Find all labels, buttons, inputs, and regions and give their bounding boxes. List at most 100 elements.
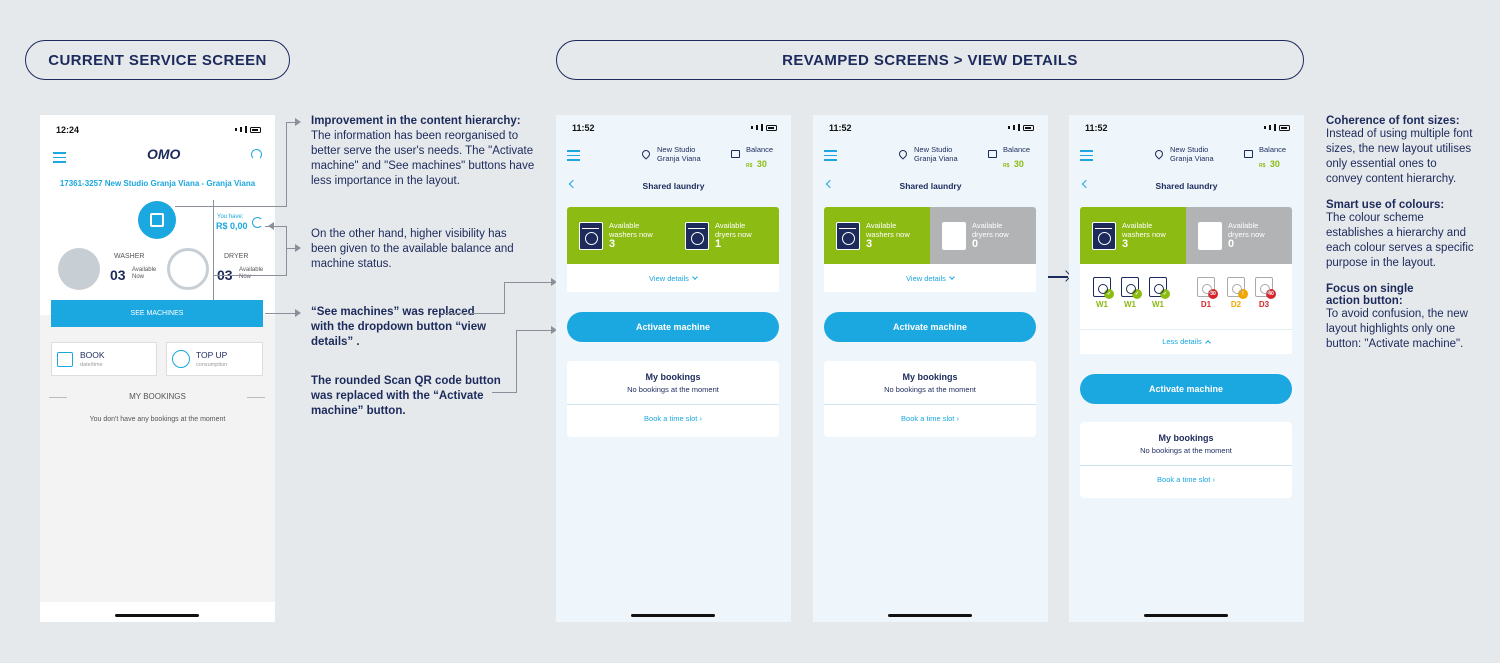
machine-tile-w1[interactable]: ✓W1 <box>1091 277 1114 309</box>
dryer-label: DRYER <box>224 253 249 260</box>
page-title: Shared laundry <box>899 181 962 191</box>
machine-label: W1 <box>1152 300 1164 309</box>
refresh-icon[interactable] <box>252 217 263 228</box>
washer-illustration <box>58 248 100 290</box>
dryers-label: Available dryers now <box>1228 221 1265 239</box>
arrow-3 <box>295 309 301 317</box>
washers-available-cell: Available washers now 3 <box>1080 207 1186 264</box>
status-icons <box>235 126 261 133</box>
balance-currency: R$ <box>1003 163 1010 169</box>
washers-label: Available washers now <box>866 221 910 239</box>
machine-tile-d2[interactable]: !D2 <box>1225 277 1248 309</box>
dryer-illustration <box>167 248 209 290</box>
dryers-label: Available dryers now <box>715 221 752 239</box>
location-line2: Granja Viana <box>657 154 701 163</box>
balance-display: R$ 30 <box>746 154 767 172</box>
machine-label: D3 <box>1258 300 1270 309</box>
connector-1d <box>286 122 295 123</box>
balance-currency: R$ <box>1259 163 1266 169</box>
note-font-sizes-title: Coherence of font sizes: <box>1326 115 1460 127</box>
chevron-down-icon <box>949 274 955 280</box>
activate-machine-button[interactable]: Activate machine <box>824 312 1036 342</box>
location-pin-icon <box>1153 148 1165 160</box>
machine-label: D1 <box>1200 300 1212 309</box>
check-icon: ✓ <box>1160 289 1170 299</box>
balance-value: R$ 0,00 <box>216 221 248 231</box>
bookings-divider <box>824 404 1036 405</box>
machine-tile-w1[interactable]: ✓W1 <box>1147 277 1170 309</box>
book-button[interactable]: BOOK date/time <box>51 342 157 376</box>
balance-value: 30 <box>1013 159 1024 169</box>
washers-label: Available washers now <box>1122 221 1166 239</box>
dryers-label: Available dryers now <box>972 221 1009 239</box>
washer-label: WASHER <box>114 253 145 260</box>
dryer-icon <box>685 221 709 250</box>
activate-machine-button[interactable]: Activate machine <box>1080 374 1292 404</box>
topup-button[interactable]: TOP UP consumption <box>166 342 263 376</box>
support-icon[interactable] <box>251 149 262 160</box>
qr-icon <box>150 213 164 227</box>
note-visibility: On the other hand, higher visibility has… <box>311 228 514 270</box>
balance-value: 30 <box>756 159 767 169</box>
topup-sub: consumption <box>196 362 228 368</box>
current-screen-header: CURRENT SERVICE SCREEN <box>25 40 290 80</box>
scan-qr-button[interactable] <box>138 201 176 239</box>
dryers-count: 1 <box>715 238 722 250</box>
see-machines-button[interactable]: SEE MACHINES <box>51 300 263 327</box>
book-time-slot-link[interactable]: Book a time slot › <box>901 414 959 423</box>
my-bookings-title: My bookings <box>645 372 701 382</box>
old-phone-screen: 12:24 OMO 17361-3257 New Studio Granja V… <box>40 115 275 622</box>
bookings-divider <box>1080 465 1292 466</box>
book-time-slot-link[interactable]: Book a time slot › <box>644 414 702 423</box>
page-title: Shared laundry <box>1155 181 1218 191</box>
new-phone-3: 11:52 New Studio Granja Viana Balance R$… <box>1069 115 1304 622</box>
washers-available-cell: Available washers now 3 <box>567 207 673 264</box>
menu-icon[interactable] <box>53 152 66 166</box>
chevron-up-icon <box>1204 339 1211 346</box>
dryer-available: Available Now <box>239 267 264 280</box>
view-details-link[interactable]: View details <box>906 273 946 283</box>
activate-machine-button[interactable]: Activate machine <box>567 312 779 342</box>
balance-display: R$ 30 <box>1259 154 1280 172</box>
washers-label: Available washers now <box>609 221 653 239</box>
dryer-icon: ! <box>1227 277 1248 299</box>
machine-label: D2 <box>1230 300 1242 309</box>
menu-icon[interactable] <box>567 150 580 164</box>
revamped-screens-header: REVAMPED SCREENS > VIEW DETAILS <box>556 40 1304 80</box>
washer-icon <box>836 221 860 250</box>
note-colours-title: Smart use of colours: <box>1326 199 1445 211</box>
location-line1: New Studio <box>657 145 696 154</box>
book-slot-label: Book a time slot <box>901 414 955 423</box>
note-scan-qr: The rounded Scan QR code button was repl… <box>311 375 501 417</box>
menu-icon[interactable] <box>824 150 837 164</box>
less-details-row[interactable]: Less details <box>1080 329 1292 353</box>
book-slot-label: Book a time slot <box>1157 475 1211 484</box>
status-time: 11:52 <box>572 123 595 133</box>
bookings-divider-right <box>247 397 265 398</box>
arrow-2 <box>295 244 301 252</box>
washer-available: Available Now <box>132 267 157 280</box>
washers-count: 3 <box>1122 238 1129 250</box>
status-icons <box>1008 124 1034 131</box>
dryer-icon: 40 <box>1255 277 1276 299</box>
page-title: Shared laundry <box>642 181 705 191</box>
availability-panel: Available washers now 3 Available dryers… <box>824 207 1036 264</box>
note-1-body: The information has been reorganised to … <box>311 130 535 187</box>
balance-display: R$ 30 <box>1003 154 1024 172</box>
note-single-action-title: Focus on single action button: <box>1326 283 1414 307</box>
book-time-slot-link[interactable]: Book a time slot › <box>1157 475 1215 484</box>
machine-tile-w1[interactable]: ✓W1 <box>1119 277 1142 309</box>
menu-icon[interactable] <box>1080 150 1093 164</box>
no-bookings-text: You don't have any bookings at the momen… <box>89 416 226 423</box>
less-details-link[interactable]: Less details <box>1162 337 1202 346</box>
view-details-row[interactable]: View details <box>824 264 1036 292</box>
view-details-row[interactable]: View details <box>567 264 779 292</box>
check-icon: ✓ <box>1132 289 1142 299</box>
note-see-machines: “See machines” was replaced with the dro… <box>311 306 487 348</box>
view-details-link[interactable]: View details <box>649 273 689 283</box>
bottom-tab-area <box>40 602 275 622</box>
availability-panel: Available washers now 3 Available dryers… <box>567 207 779 264</box>
bookings-card: My bookings No bookings at the moment Bo… <box>824 361 1036 437</box>
